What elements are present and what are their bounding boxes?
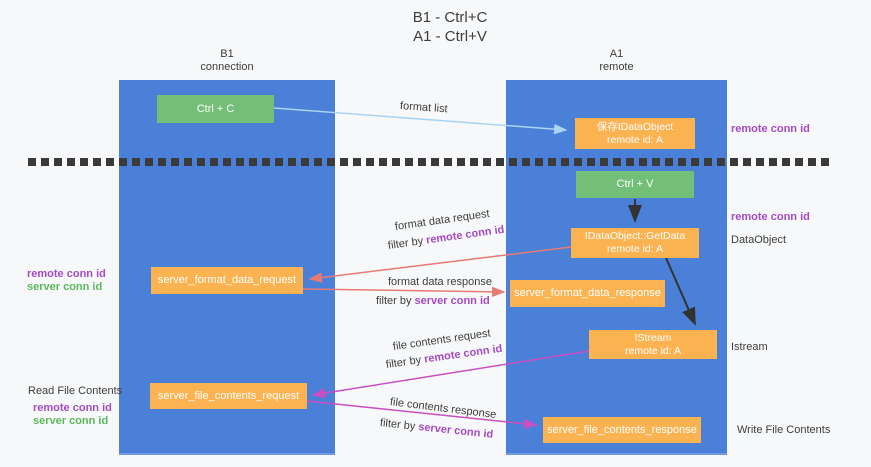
server-format-data-request-box: server_format_data_request xyxy=(151,267,303,294)
istream-box: IStream remote id: A xyxy=(589,330,717,359)
read-file-contents-label: Read File Contents xyxy=(28,385,123,397)
remote-conn-id-label-left-bottom: remote conn id xyxy=(33,402,112,414)
save-idataobject-box: 保存IDataObject remote id: A xyxy=(575,118,695,149)
ctrl-c-box: Ctrl + C xyxy=(157,95,274,123)
getdata-line1: IDataObject::GetData xyxy=(584,230,686,242)
ctrl-v-box: Ctrl + V xyxy=(576,171,694,198)
filter-by-text: filter by xyxy=(376,295,412,307)
diagram-title: B1 - Ctrl+C A1 - Ctrl+V xyxy=(330,8,570,46)
lane-b1-name: B1 xyxy=(220,48,234,60)
filter-by-text: filter by xyxy=(379,417,416,433)
remote-conn-id-label-top-right: remote conn id xyxy=(731,123,810,135)
filter-by-text: filter by xyxy=(387,235,424,252)
ctrl-c-label: Ctrl + C xyxy=(196,102,235,115)
format-data-response-label: format data response xyxy=(388,276,492,288)
remote-conn-id-label-left-mid: remote conn id xyxy=(27,268,106,280)
server-format-data-response-box: server_format_data_response xyxy=(510,280,665,307)
lane-header-b1: B1 connection xyxy=(119,48,335,74)
lane-header-a1: A1 remote xyxy=(506,48,727,74)
file-contents-response-label: file contents response xyxy=(389,396,497,421)
ctrl-v-label: Ctrl + V xyxy=(616,178,654,190)
title-line-2: A1 - Ctrl+V xyxy=(413,28,487,45)
save-idataobject-line2: remote id: A xyxy=(606,133,664,146)
istream-line1: IStream xyxy=(634,331,672,344)
remote-conn-id-label-mid-right: remote conn id xyxy=(731,211,810,223)
server-conn-id-highlight: server conn id xyxy=(414,295,490,307)
save-idataobject-line1: 保存IDataObject xyxy=(596,120,674,133)
lane-b1-subtitle: connection xyxy=(200,61,254,73)
server-conn-id-highlight: server conn id xyxy=(417,421,494,441)
title-line-1: B1 - Ctrl+C xyxy=(412,9,488,26)
remote-conn-id-highlight: remote conn id xyxy=(425,223,506,247)
filter-by-text: filter by xyxy=(385,354,422,371)
lane-a1-name: A1 xyxy=(609,48,624,60)
dashed-divider-line xyxy=(28,158,834,166)
format-list-label: format list xyxy=(399,100,448,116)
server-file-contents-request-box: server_file_contents_request xyxy=(150,383,307,409)
write-file-contents-label: Write File Contents xyxy=(737,424,831,436)
filter-by-server-conn-id-label-1: filter by server conn id xyxy=(376,295,490,307)
server-format-data-response-label: server_format_data_response xyxy=(514,287,661,299)
istream-side-label: Istream xyxy=(731,341,768,353)
lane-a1-subtitle: remote xyxy=(599,61,634,73)
server-file-contents-response-label: server_file_contents_response xyxy=(547,423,697,436)
filter-by-server-conn-id-label-2: filter by server conn id xyxy=(379,417,493,441)
dataobject-label: DataObject xyxy=(731,234,787,246)
server-file-contents-request-label: server_file_contents_request xyxy=(157,389,300,402)
server-conn-id-label-left-bottom: server conn id xyxy=(33,415,109,427)
istream-line2: remote id: A xyxy=(624,344,682,357)
getdata-line2: remote id: A xyxy=(606,243,664,255)
server-conn-id-label-left-mid: server conn id xyxy=(27,281,103,293)
server-file-contents-response-box: server_file_contents_response xyxy=(543,417,701,443)
idataobject-getdata-box: IDataObject::GetData remote id: A xyxy=(571,228,699,258)
server-format-data-request-label: server_format_data_request xyxy=(157,274,297,286)
